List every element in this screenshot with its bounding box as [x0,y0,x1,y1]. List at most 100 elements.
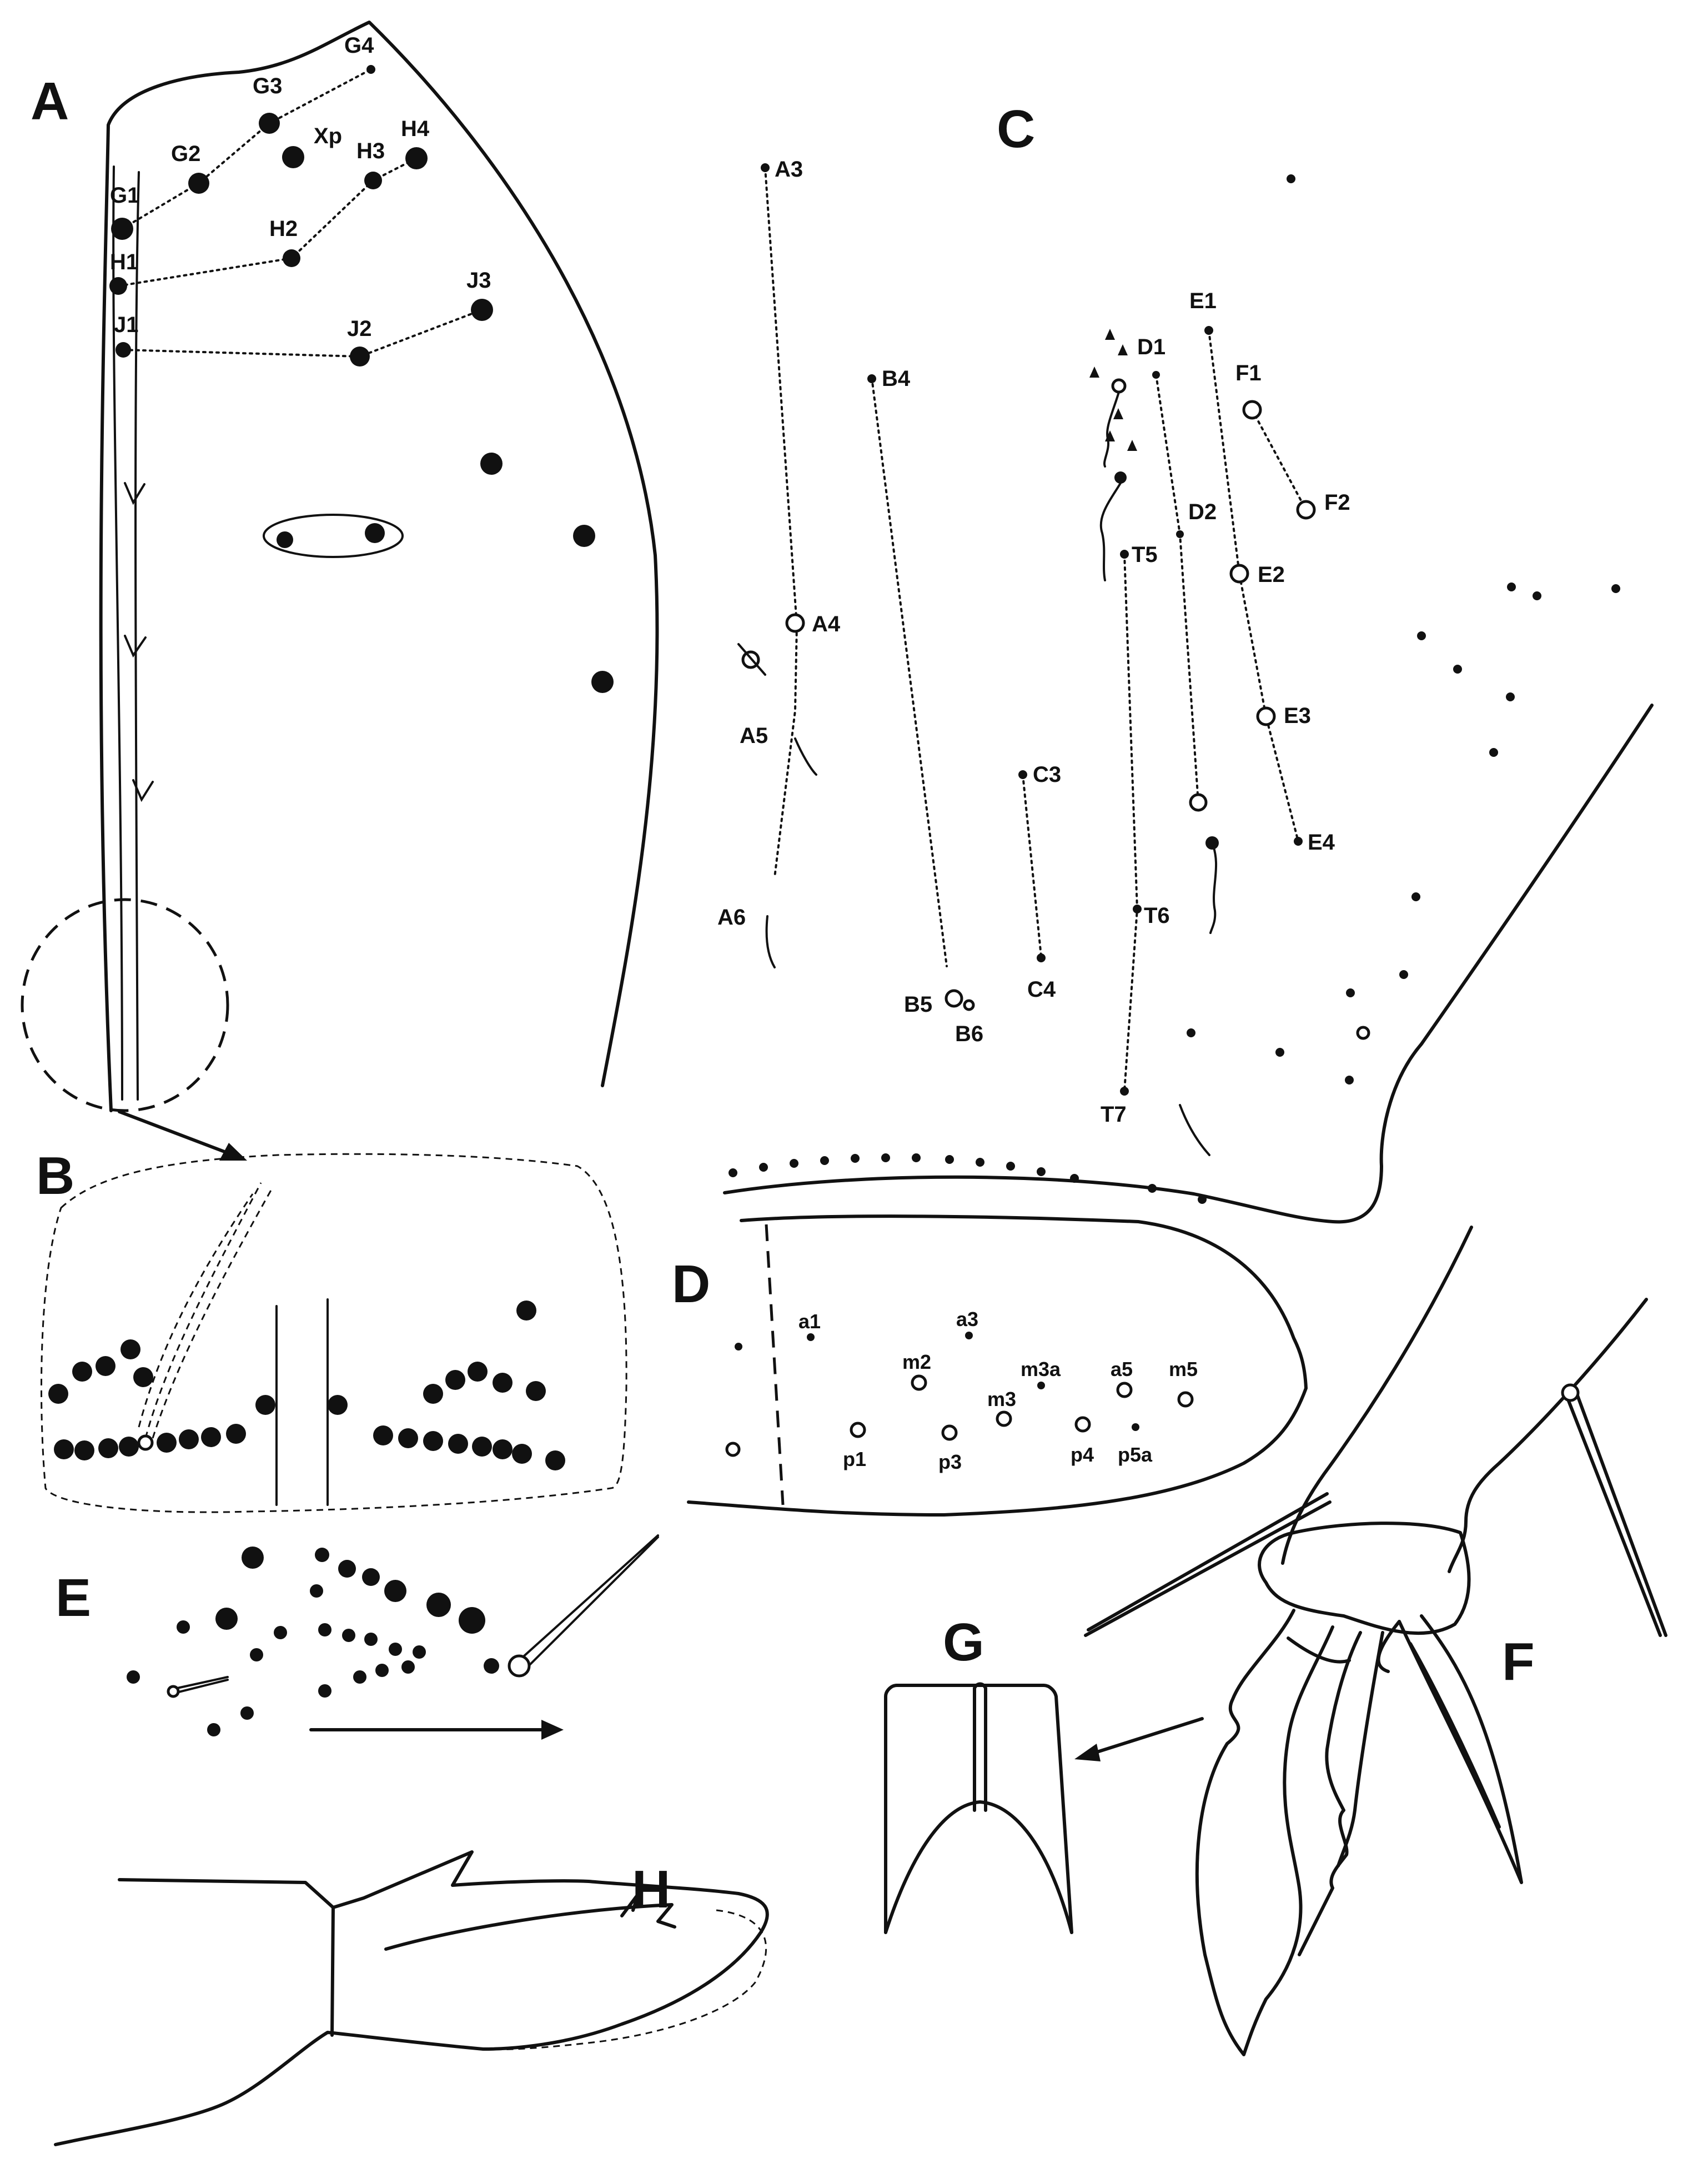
seta [1506,692,1515,701]
label-xp: Xp [314,124,342,148]
label-f1: F1 [1235,361,1262,385]
seta [157,1433,177,1453]
panel-letter-b: B [36,1146,74,1206]
seta [318,1623,331,1636]
seta-p4 [1074,1416,1091,1433]
seta [459,1607,485,1634]
head-inner-line-2 [134,171,140,1101]
seta [820,1156,829,1165]
seta-d2 [1176,530,1184,538]
seta-socket [137,1434,154,1451]
midline-dashed [765,1224,785,1505]
f-line [1251,409,1307,511]
seta-t7 [1120,1087,1129,1096]
seta [1417,631,1426,640]
seta-f1 [1242,400,1262,420]
seta [310,1584,323,1598]
label-m2: m2 [902,1350,931,1373]
seta-b4 [867,374,876,383]
seta [318,1684,331,1698]
panel-letter-a: A [31,72,69,131]
seta-e3 [1256,706,1276,726]
tibiotarsus-outline [1281,1226,1473,1565]
label-p4: p4 [1071,1443,1094,1466]
seta [315,1548,329,1562]
seta [375,1664,389,1677]
seta [1287,174,1295,183]
seta-m2 [911,1374,927,1391]
label-b5: B5 [904,992,932,1017]
label-b6: B6 [955,1022,983,1046]
seta-g1 [111,218,133,240]
panel-b: B [36,1146,627,1513]
detail-outline [41,1153,627,1513]
seta [484,1658,499,1674]
spine-socket [508,1654,531,1678]
c-line [1022,774,1042,957]
seta-g4 [366,65,375,74]
seta-g2 [188,173,209,194]
bristle [1564,1389,1667,1637]
seta [177,1620,190,1634]
seta-spine [1179,1104,1210,1156]
empodium-inner [1409,1642,1501,1829]
body-segment-outline [723,704,1654,1224]
seta [250,1648,263,1661]
seta-curve [1209,842,1218,934]
label-t5: T5 [1132,543,1158,567]
seta-j2 [350,347,370,366]
seta [328,1395,348,1415]
seta-j1 [115,342,131,358]
spine-socket [167,1685,180,1698]
panel-letter-h: H [632,1860,670,1919]
panel-a: A G1 G2 G3 G4 Xp H1 [21,21,659,1161]
seta [119,1437,139,1457]
label-j1: J1 [114,313,139,337]
unguis [1195,1609,1334,2056]
empodium [1376,1614,1523,1884]
tarsus-segment [1287,1636,1351,1664]
triangle-sensillum [1105,329,1115,340]
head-outline [99,21,659,1112]
label-a4: A4 [812,612,841,636]
panel-letter-c: C [997,99,1035,159]
pseudocellus-bar [737,643,766,676]
seta-m5 [1177,1391,1194,1408]
label-m3: m3 [987,1388,1016,1410]
triangle-sensillum [1127,440,1137,451]
seta-a1 [807,1333,815,1341]
seta [401,1660,415,1674]
seta [912,1153,921,1162]
seta-m3a [1037,1382,1045,1389]
label-j3: J3 [466,268,491,293]
seta [423,1384,443,1404]
segment-outline-top [687,1214,1308,1517]
label-e3: E3 [1284,704,1311,728]
seta [277,531,293,548]
seta [48,1384,68,1404]
seta [516,1301,536,1321]
seta [1411,892,1420,901]
seta [274,1626,287,1639]
bristle-socket [1561,1383,1580,1402]
row-h-connector [117,157,418,287]
panel-e: E [56,1534,659,1740]
label-h4: H4 [401,117,430,141]
spine [1084,1492,1332,1637]
direction-arrowhead [541,1720,564,1740]
seta-b6 [963,999,975,1011]
small-spine [171,1676,229,1695]
label-e2: E2 [1258,563,1285,587]
plumose-seta [138,1193,254,1428]
seta [1489,748,1498,757]
seta-socket [1114,471,1127,484]
seta [1070,1174,1079,1183]
label-b4: B4 [882,366,911,391]
seta [526,1381,546,1401]
seta-j3 [471,299,493,321]
magnification-circle [21,898,229,1112]
seta-g3 [259,113,280,134]
seta-a3 [965,1332,973,1339]
sensillum-ring [263,514,404,558]
seta-e2 [1229,564,1249,584]
